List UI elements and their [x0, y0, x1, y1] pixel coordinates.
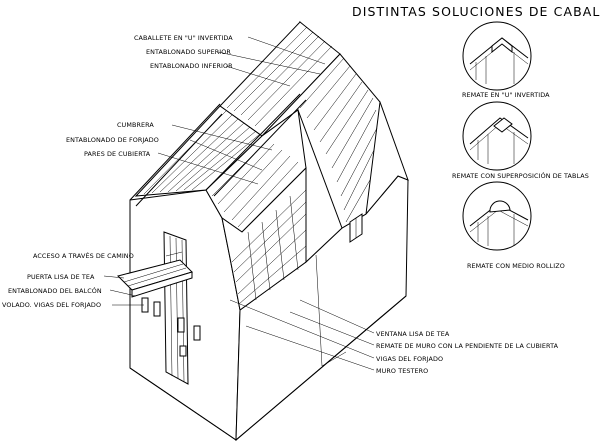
- label-vigas-del-forjado: VIGAS DEL FORJADO: [376, 355, 443, 363]
- detail-caption-superposicion: REMATE CON SUPERPOSICIÓN DE TABLAS: [452, 171, 589, 180]
- label-cumbrera: CUMBRERA: [117, 121, 154, 129]
- label-pares-de-cubierta: PARES DE CUBIERTA: [84, 150, 151, 158]
- label-entablonado-inferior: ENTABLONADO INFERIOR: [150, 62, 233, 70]
- labels-left-mid: CUMBRERA ENTABLONADO DE FORJADO PARES DE…: [66, 121, 159, 158]
- label-puerta-lisa-de-tea: PUERTA LISA DE TEA: [27, 273, 95, 281]
- labels-bottom-right: VENTANA LISA DE TEA REMATE DE MURO CON L…: [376, 330, 559, 375]
- detail-remate-superposicion: REMATE CON SUPERPOSICIÓN DE TABLAS: [452, 101, 589, 180]
- label-ventana-lisa-de-tea: VENTANA LISA DE TEA: [376, 330, 450, 338]
- leader-lines: [103, 36, 375, 371]
- detail-remate-u-invertida: REMATE EN "U" INVERTIDA: [462, 21, 550, 99]
- label-entablonado-balcon: ENTABLONADO DEL BALCÓN: [8, 286, 102, 295]
- label-muro-testero: MURO TESTERO: [376, 367, 428, 375]
- house-drawing: [117, 20, 409, 442]
- detail-caption-u-invertida: REMATE EN "U" INVERTIDA: [462, 91, 550, 99]
- labels-left-low: ACCESO A TRAVÉS DE CAMINO PUERTA LISA DE…: [2, 251, 134, 309]
- diagram-title: DISTINTAS SOLUCIONES DE CABALLETE: [352, 4, 600, 19]
- labels-left-top: CABALLETE EN "U" INVERTIDA ENTABLONADO S…: [134, 34, 233, 70]
- label-caballete-u-invertida: CABALLETE EN "U" INVERTIDA: [134, 34, 233, 42]
- label-acceso-camino: ACCESO A TRAVÉS DE CAMINO: [33, 251, 134, 260]
- detail-remate-medio-rollizo: REMATE CON MEDIO ROLLIZO: [462, 181, 565, 270]
- label-volado-vigas: VOLADO. VIGAS DEL FORJADO: [2, 301, 101, 309]
- label-entablonado-de-forjado: ENTABLONADO DE FORJADO: [66, 136, 159, 144]
- label-entablonado-superior: ENTABLONADO SUPERIOR: [146, 48, 231, 56]
- label-remate-de-muro: REMATE DE MURO CON LA PENDIENTE DE LA CU…: [376, 342, 559, 350]
- detail-caption-medio-rollizo: REMATE CON MEDIO ROLLIZO: [467, 262, 565, 270]
